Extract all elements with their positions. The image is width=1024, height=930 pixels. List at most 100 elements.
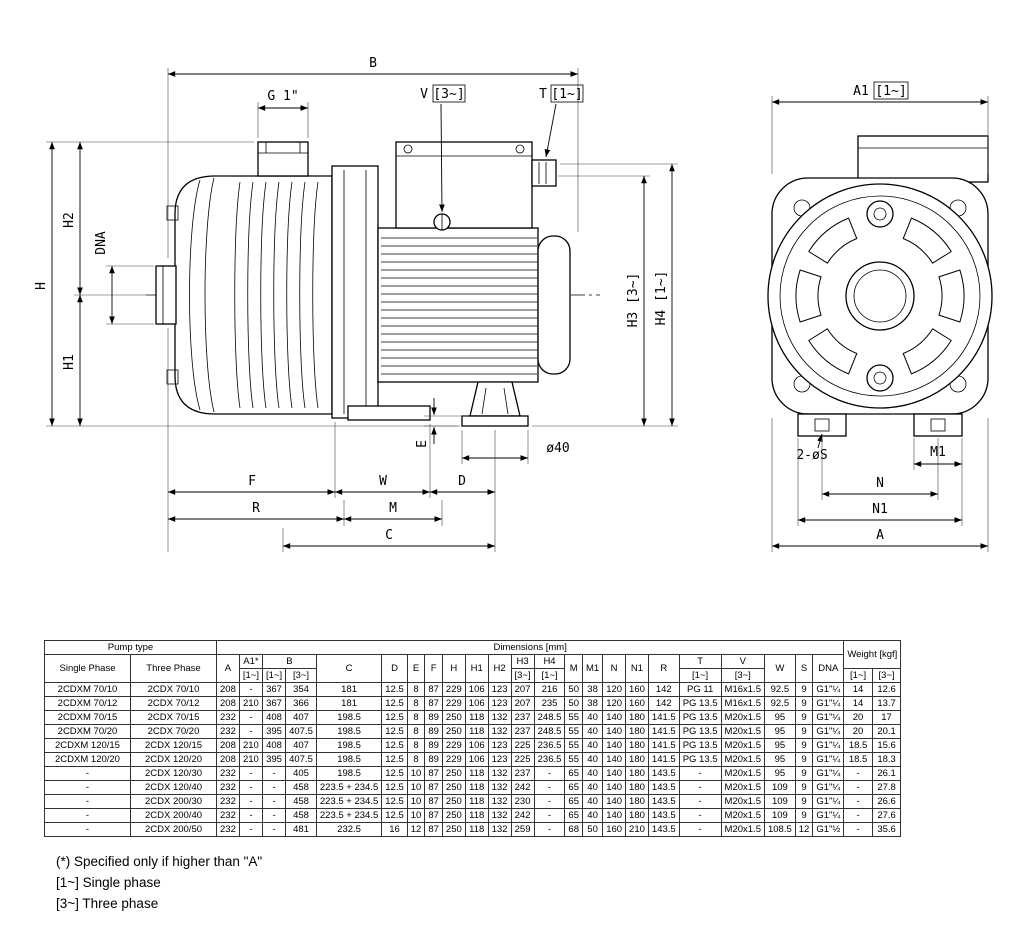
header-w: W bbox=[763, 654, 796, 683]
table-cell: M16x1.5 bbox=[720, 696, 765, 711]
table-cell: 12.5 bbox=[381, 766, 408, 781]
table-cell: - bbox=[238, 780, 263, 795]
header-dimensions: Dimensions [mm] bbox=[215, 640, 845, 655]
table-cell: 142 bbox=[647, 682, 680, 697]
table-cell: - bbox=[44, 822, 131, 837]
table-cell: 2CDX 120/20 bbox=[130, 752, 217, 767]
table-cell: 118 bbox=[464, 710, 489, 725]
phase-tag-1: [1~] bbox=[551, 87, 582, 102]
table-cell: 17 bbox=[871, 710, 902, 725]
subheader-h3-tag: [3~] bbox=[510, 668, 535, 683]
table-cell: 38 bbox=[581, 682, 604, 697]
table-cell: PG 13.5 bbox=[678, 710, 722, 725]
table-cell: 143.5 bbox=[647, 808, 680, 823]
table-cell: 13.7 bbox=[871, 696, 902, 711]
table-cell: 208 bbox=[216, 696, 240, 711]
table-cell: 180 bbox=[625, 780, 649, 795]
dim-label-b: B bbox=[369, 56, 377, 71]
table-cell: 481 bbox=[285, 822, 317, 837]
table-cell: - bbox=[261, 822, 287, 837]
table-cell: 40 bbox=[581, 724, 604, 739]
table-cell: PG 13.5 bbox=[678, 738, 722, 753]
table-cell: 12.5 bbox=[381, 794, 408, 809]
table-cell: 407.5 bbox=[285, 724, 317, 739]
footnote-three-phase: [3~] Three phase bbox=[56, 895, 159, 911]
table-cell: - bbox=[678, 808, 722, 823]
dim-label-c: C bbox=[385, 528, 393, 543]
table-cell: 12.5 bbox=[381, 682, 408, 697]
dim-label-h4: H4 [1~] bbox=[654, 271, 669, 326]
table-cell: PG 13.5 bbox=[678, 724, 722, 739]
header-dna: DNA bbox=[812, 654, 845, 683]
table-cell: 40 bbox=[581, 752, 604, 767]
table-cell: - bbox=[843, 780, 873, 795]
table-cell: 87 bbox=[424, 682, 443, 697]
table-cell: 141.5 bbox=[647, 752, 680, 767]
header-c: C bbox=[315, 654, 383, 683]
table-cell: 2CDX 70/15 bbox=[130, 710, 217, 725]
header-b: B bbox=[261, 654, 317, 669]
dim-label-a: A bbox=[876, 528, 884, 543]
table-cell: 232 bbox=[216, 710, 240, 725]
table-cell: 143.5 bbox=[647, 780, 680, 795]
table-cell: 132 bbox=[487, 766, 512, 781]
table-cell: 180 bbox=[625, 794, 649, 809]
table-cell: 207 bbox=[510, 682, 535, 697]
table-cell: - bbox=[44, 766, 131, 781]
table-cell: 87 bbox=[424, 794, 443, 809]
dim-label-h: H bbox=[34, 282, 49, 290]
dim-label-v: V bbox=[420, 87, 428, 102]
table-cell: 65 bbox=[564, 766, 583, 781]
header-a1: A1* bbox=[238, 654, 263, 669]
table-cell: - bbox=[843, 766, 873, 781]
table-cell: 180 bbox=[625, 766, 649, 781]
table-cell: - bbox=[261, 794, 287, 809]
table-cell: PG 11 bbox=[678, 682, 722, 697]
table-cell: 38 bbox=[581, 696, 604, 711]
header-v: V bbox=[720, 654, 765, 669]
front-cover-slots bbox=[795, 217, 965, 375]
table-cell: G1"¼ bbox=[812, 780, 845, 795]
table-cell: 8 bbox=[406, 696, 426, 711]
table-cell: - bbox=[678, 766, 722, 781]
table-cell: 141.5 bbox=[647, 724, 680, 739]
dim-label-phi40: ø40 bbox=[546, 441, 569, 456]
table-cell: 95 bbox=[763, 724, 796, 739]
table-cell: M20x1.5 bbox=[720, 752, 765, 767]
table-cell: 140 bbox=[602, 738, 627, 753]
subheader-weight-tag1: [1~] bbox=[843, 668, 873, 683]
table-cell: - bbox=[238, 766, 263, 781]
header-n1: N1 bbox=[625, 654, 649, 683]
table-cell: 250 bbox=[441, 766, 466, 781]
table-cell: 132 bbox=[487, 724, 512, 739]
table-cell: 9 bbox=[794, 752, 814, 767]
table-cell: 118 bbox=[464, 808, 489, 823]
table-cell: M20x1.5 bbox=[720, 822, 765, 837]
table-cell: 14 bbox=[843, 682, 873, 697]
table-cell: 142 bbox=[647, 696, 680, 711]
table-cell: 250 bbox=[441, 822, 466, 837]
table-cell: 89 bbox=[424, 724, 443, 739]
table-cell: 208 bbox=[216, 752, 240, 767]
dim-label-h3: H3 [3~] bbox=[626, 273, 641, 328]
table-cell: 9 bbox=[794, 766, 814, 781]
table-cell: 118 bbox=[464, 724, 489, 739]
table-cell: 198.5 bbox=[315, 724, 383, 739]
table-cell: 160 bbox=[625, 696, 649, 711]
table-cell: 2CDX 70/20 bbox=[130, 724, 217, 739]
header-h4: H4 bbox=[533, 654, 566, 669]
table-cell: 26.6 bbox=[871, 794, 902, 809]
table-cell: - bbox=[44, 780, 131, 795]
table-cell: 143.5 bbox=[647, 794, 680, 809]
table-cell: 143.5 bbox=[647, 766, 680, 781]
table-cell: 40 bbox=[581, 738, 604, 753]
table-cell: 9 bbox=[794, 794, 814, 809]
table-cell: 140 bbox=[602, 724, 627, 739]
table-cell: 232.5 bbox=[315, 822, 383, 837]
table-cell: 18.5 bbox=[843, 752, 873, 767]
table-cell: 408 bbox=[261, 710, 287, 725]
header-h3: H3 bbox=[510, 654, 535, 669]
table-cell: 50 bbox=[581, 822, 604, 837]
table-cell: 2CDX 70/12 bbox=[130, 696, 217, 711]
